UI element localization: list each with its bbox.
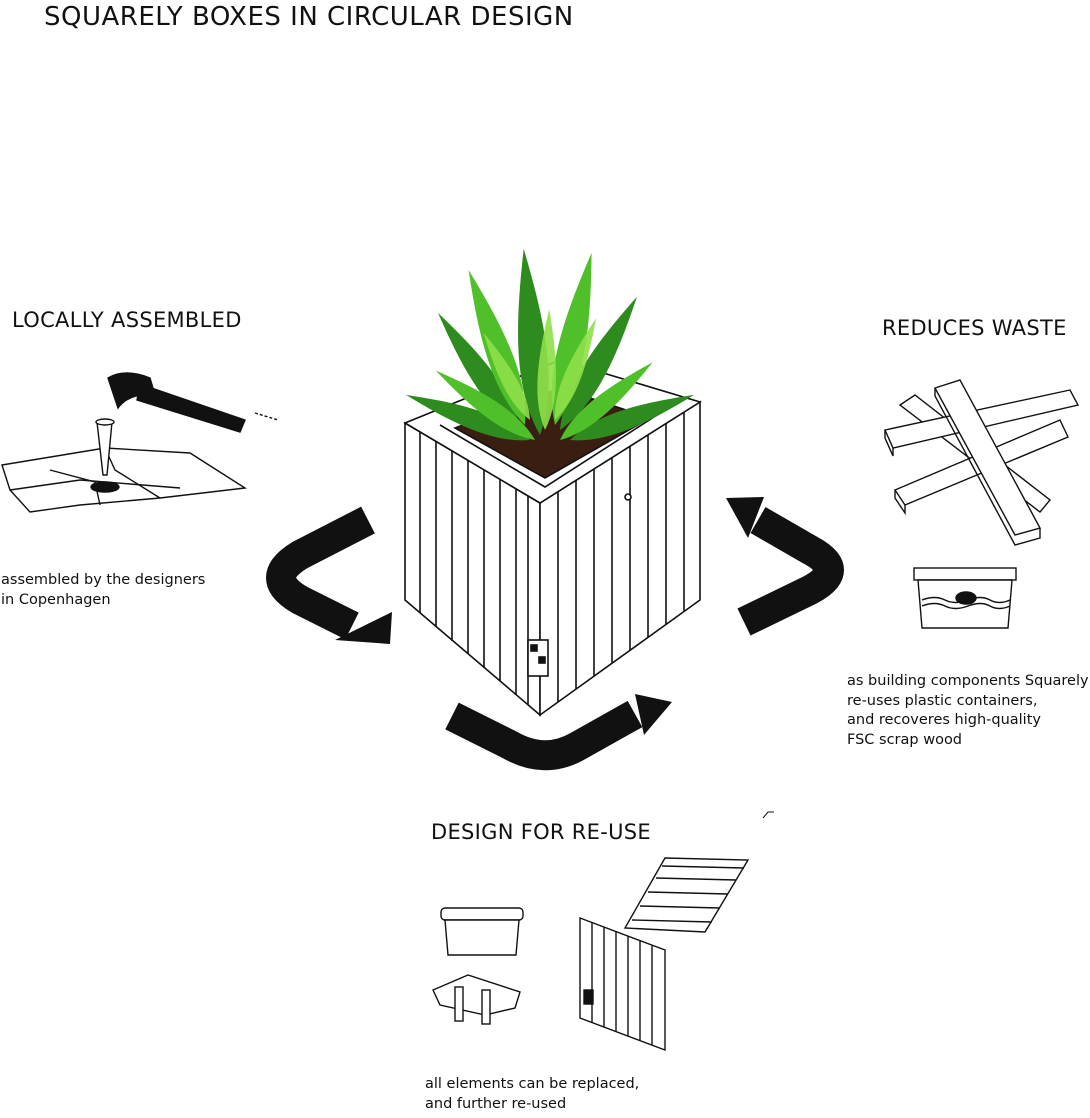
arrow-bottom-icon [445,700,643,771]
caption-line: re-uses plastic containers, [847,692,1038,709]
heading-reduces-waste: REDUCES WASTE [882,316,1067,340]
page-title: SQUARELY BOXES IN CIRCULAR DESIGN [44,2,574,32]
slat-panel-icon [623,857,750,933]
caption-line: and further re-used [425,1095,567,1112]
side-panel-icon [579,916,666,1052]
plastic-container-icon [913,567,1017,629]
arrow-right-icon [737,507,844,636]
caption-line: as building components Squarely [847,673,1089,689]
arrow-heads [335,497,764,735]
arrow-left-icon [266,506,375,640]
caption-line: in Copenhagen [1,591,111,608]
arrowhead-bottom-icon [635,694,672,735]
caption-reduces-waste: as building components Squarely re-uses … [847,672,1089,750]
hammer-and-nail-icon [1,372,279,513]
arrowhead-left-icon [335,612,392,644]
arrowhead-right-icon [726,497,764,538]
stray-mark [762,811,774,819]
container-icon [440,907,524,956]
caption-design-for-reuse: all elements can be replaced, and furthe… [425,1075,639,1114]
caption-line: all elements can be replaced, [425,1076,640,1092]
caption-line: FSC scrap wood [847,731,963,748]
caption-locally-assembled: assembled by the designers in Copenhagen [1,571,205,610]
heading-locally-assembled: LOCALLY ASSEMBLED [12,308,242,332]
legs-plate-icon [432,974,521,1025]
cycle-arrows [266,506,844,771]
scrap-wood-icon [884,379,1080,546]
heading-design-for-reuse: DESIGN FOR RE-USE [431,820,652,844]
caption-line: and recoveres high-quality [847,712,1041,728]
caption-line: assembled by the designers [1,572,206,588]
